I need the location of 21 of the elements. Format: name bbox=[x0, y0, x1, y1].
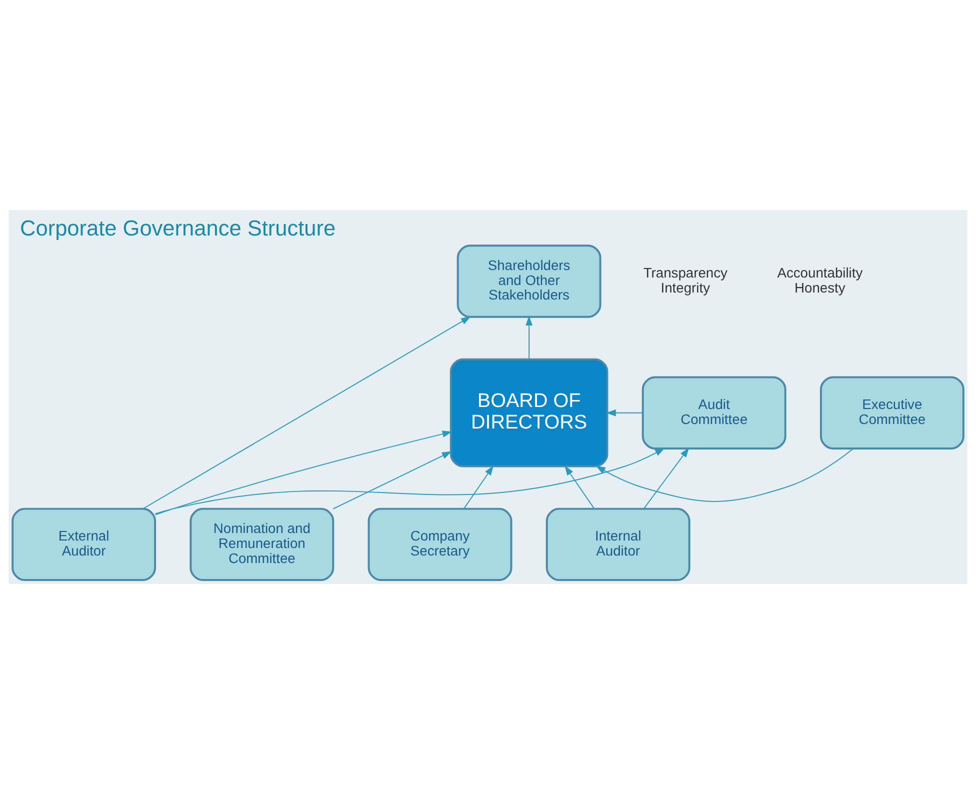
node-box: Company Secretary bbox=[368, 508, 512, 582]
arrow bbox=[142, 316, 471, 510]
arrow bbox=[332, 451, 452, 510]
node-box: Executive Committee bbox=[820, 376, 964, 450]
node-box: Nomination and Remuneration Committee bbox=[190, 508, 334, 582]
node-box: Shareholders and Other Stakeholders bbox=[456, 244, 602, 318]
node-box: External Auditor bbox=[12, 508, 156, 582]
arrow bbox=[564, 465, 595, 510]
arrow bbox=[154, 448, 665, 514]
node-box: Internal Auditor bbox=[546, 508, 690, 582]
label: Transparency Integrity bbox=[643, 264, 728, 296]
node-box: BOARD OF DIRECTORS bbox=[450, 358, 608, 468]
label: Accountability Honesty bbox=[777, 264, 863, 296]
arrow bbox=[463, 465, 494, 510]
arrow bbox=[596, 448, 854, 502]
node-box: Audit Committee bbox=[642, 376, 786, 450]
arrow bbox=[526, 316, 533, 360]
arrow bbox=[155, 430, 452, 516]
arrow bbox=[643, 447, 690, 510]
arrow bbox=[606, 409, 643, 416]
diagram-title: Corporate Governance Structure bbox=[20, 215, 336, 240]
